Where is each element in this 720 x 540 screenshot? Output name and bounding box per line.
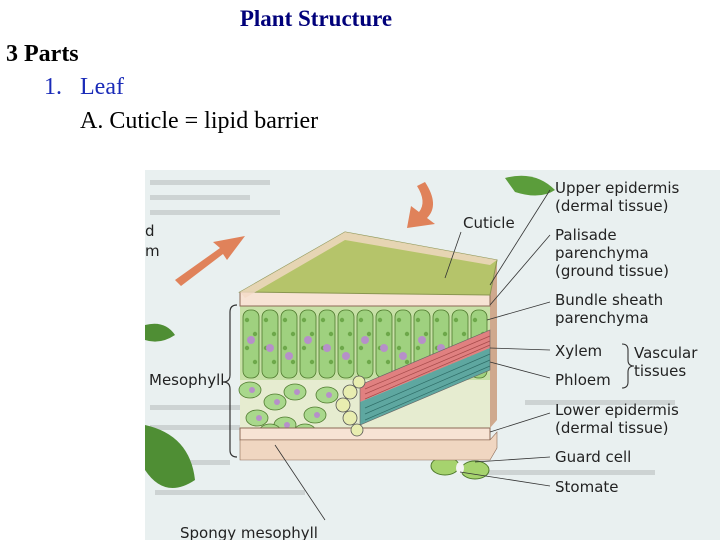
label-palisade-3: (ground tissue) [555, 262, 669, 280]
label-stomate: Stomate [555, 478, 619, 496]
list-item-label: Leaf [80, 74, 124, 100]
label-palisade-2: parenchyma [555, 244, 649, 262]
label-mesophyll: Mesophyll [149, 371, 224, 389]
leaf-top-icon [505, 175, 555, 196]
label-lower-epidermis: Lower epidermis [555, 401, 679, 419]
label-bundle-sheath-1: Bundle sheath [555, 291, 663, 309]
label-cuticle: Cuticle [463, 214, 515, 232]
vascular-bundle [335, 329, 491, 437]
partial-label-m: m [145, 242, 160, 260]
arrow-top-icon [407, 182, 435, 228]
leaf-bottom-icon [145, 425, 195, 488]
label-xylem: Xylem [555, 342, 602, 360]
label-vascular-1: Vascular [634, 344, 698, 362]
label-leader-lines [274, 189, 551, 521]
label-spongy-mesophyll: Spongy mesophyll [180, 524, 318, 540]
leaf-cross-section-figure: d m [145, 170, 720, 540]
arrow-left-icon [175, 236, 245, 286]
list-item-leaf: 1. Leaf [44, 74, 124, 101]
label-bundle-sheath-2: parenchyma [555, 309, 649, 327]
guard-cells [430, 456, 490, 480]
list-number: 1. [44, 74, 62, 100]
label-palisade-1: Palisade [555, 226, 617, 244]
sub-item-cuticle: A. Cuticle = lipid barrier [80, 108, 319, 134]
slide-title: Plant Structure [239, 6, 393, 31]
partial-label-d: d [145, 222, 155, 240]
label-guard-cell: Guard cell [555, 448, 631, 466]
label-upper-epidermis-note: (dermal tissue) [555, 197, 669, 215]
label-vascular-2: tissues [634, 362, 686, 380]
label-phloem: Phloem [555, 371, 611, 389]
label-upper-epidermis: Upper epidermis [555, 179, 680, 197]
leaf-diagram: d m [145, 175, 698, 540]
leaf-left-icon [145, 323, 175, 342]
parts-heading: 3 Parts [6, 41, 79, 67]
label-lower-epidermis-note: (dermal tissue) [555, 419, 669, 437]
